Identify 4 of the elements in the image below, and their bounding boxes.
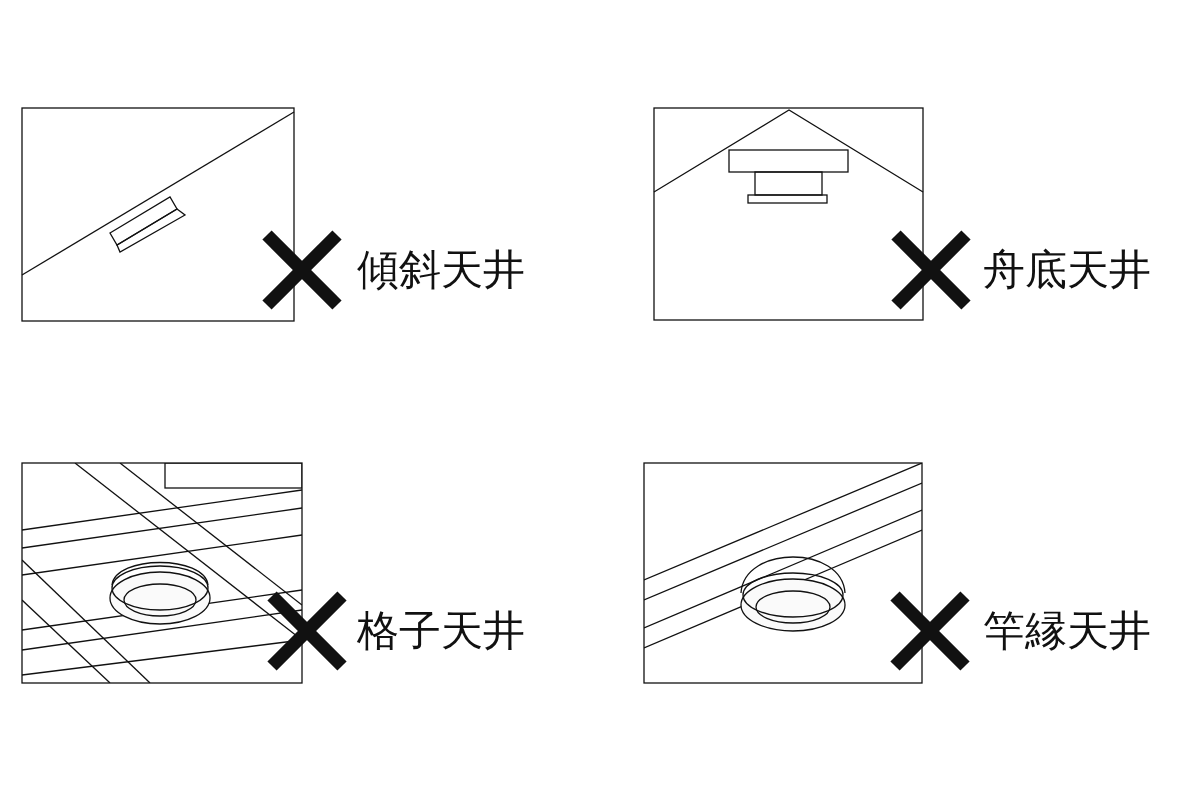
ceiling-type-label: 竿縁天井 [983, 610, 1151, 652]
ceiling-type-label: 傾斜天井 [357, 249, 525, 291]
ceiling-type-label: 舟底天井 [983, 249, 1151, 291]
ceiling-type-label: 格子天井 [357, 610, 525, 652]
